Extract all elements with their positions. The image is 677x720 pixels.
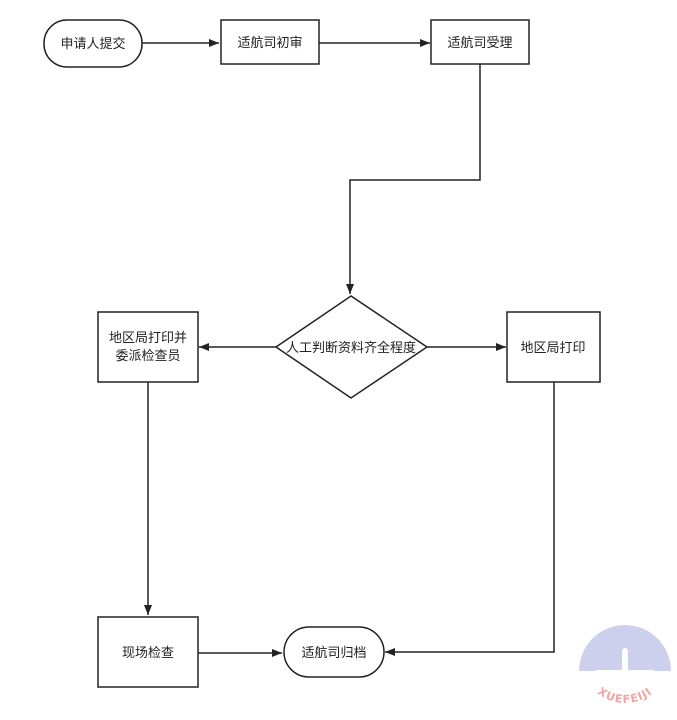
node-archive: 适航司归档	[283, 626, 385, 678]
edge-right-to-archive	[385, 382, 555, 656]
node-regional-print-assign-line2: 委派检查员	[115, 349, 180, 364]
node-regional-print-label: 地区局打印	[520, 341, 585, 356]
node-accept: 适航司受理	[430, 19, 530, 65]
node-decision: 人工判断资料齐全程度	[274, 295, 429, 399]
node-regional-print-assign-line1: 地区局打印并	[109, 331, 187, 346]
node-prelim-review-label: 适航司初审	[237, 35, 302, 51]
watermark-logo: XUEFEIJI	[579, 625, 671, 706]
node-submit-label: 申请人提交	[60, 36, 125, 52]
node-accept-label: 适航司受理	[447, 35, 512, 51]
node-prelim-review: 适航司初审	[220, 19, 320, 65]
airplane-icon	[596, 648, 654, 690]
node-inspection-label: 现场检查	[122, 646, 174, 661]
node-decision-label: 人工判断资料齐全程度	[286, 340, 416, 356]
node-regional-print: 地区局打印	[506, 311, 601, 383]
node-inspection: 现场检查	[97, 616, 199, 688]
node-archive-label: 适航司归档	[301, 645, 366, 661]
node-regional-print-assign: 地区局打印并 委派检查员	[97, 311, 199, 383]
edge-accept-to-decision	[346, 64, 481, 294]
watermark-text: XUEFEIJI	[595, 685, 654, 706]
node-submit: 申请人提交	[43, 19, 143, 68]
